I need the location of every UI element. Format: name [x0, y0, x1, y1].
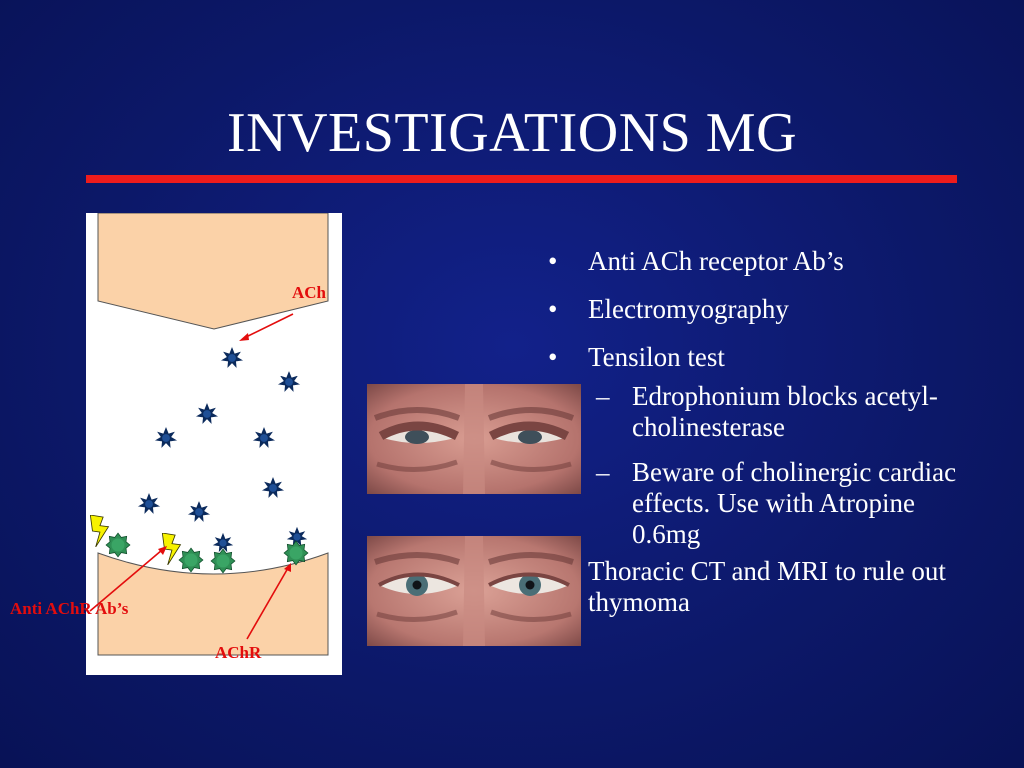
nerve-terminal [97, 213, 329, 330]
sub-list-item-text: Edrophonium blocks acetyl-cholinesterase [632, 381, 938, 442]
neuromuscular-junction-diagram [86, 213, 342, 675]
bullet-marker: • [548, 342, 558, 372]
ach-arrow-head [239, 333, 249, 341]
list-item: Thoracic CT and MRI to rule out thymoma [548, 556, 968, 618]
sub-list-item-text: Beware of cholinergic cardiac effects. U… [632, 457, 957, 549]
achr-arrow-head [284, 563, 291, 572]
list-item: • Tensilon test [548, 342, 968, 373]
list-item-text: Thoracic CT and MRI to rule out thymoma [588, 556, 946, 617]
antibody-arrow [89, 549, 163, 612]
list-item-text: Electromyography [588, 294, 789, 324]
bullet-marker: • [548, 246, 558, 276]
muscle-end-plate [97, 552, 329, 656]
title-underline [86, 175, 957, 183]
investigations-list: • Anti ACh receptor Ab’s • Electromyogra… [548, 246, 968, 618]
receptor [283, 540, 309, 566]
achr-arrow [246, 567, 289, 640]
eyes-after-tensilon-photo [367, 536, 581, 646]
receptor [178, 547, 204, 573]
list-item-text: Anti ACh receptor Ab’s [588, 246, 844, 276]
sub-list-item: – Beware of cholinergic cardiac effects.… [548, 457, 968, 550]
eyes-before-tensilon-photo [367, 384, 581, 494]
antibody-arrow-head [158, 546, 167, 555]
ach-label: ACh [292, 283, 327, 302]
bullet-marker: • [548, 294, 558, 324]
receptor [210, 548, 236, 574]
list-item: • Electromyography [548, 294, 968, 325]
list-item-text: Tensilon test [588, 342, 725, 372]
antibody-label: Anti AChR Ab’s [10, 599, 129, 618]
sub-list-item: – Edrophonium blocks acetyl-cholinestera… [548, 381, 968, 443]
slide-title: INVESTIGATIONS MG [226, 102, 798, 164]
ach-arrow [243, 313, 294, 339]
achr-label: AChR [215, 643, 262, 662]
list-item: • Anti ACh receptor Ab’s [548, 246, 968, 277]
dash-marker: – [596, 457, 610, 487]
receptor [105, 532, 131, 558]
dash-marker: – [596, 381, 610, 411]
